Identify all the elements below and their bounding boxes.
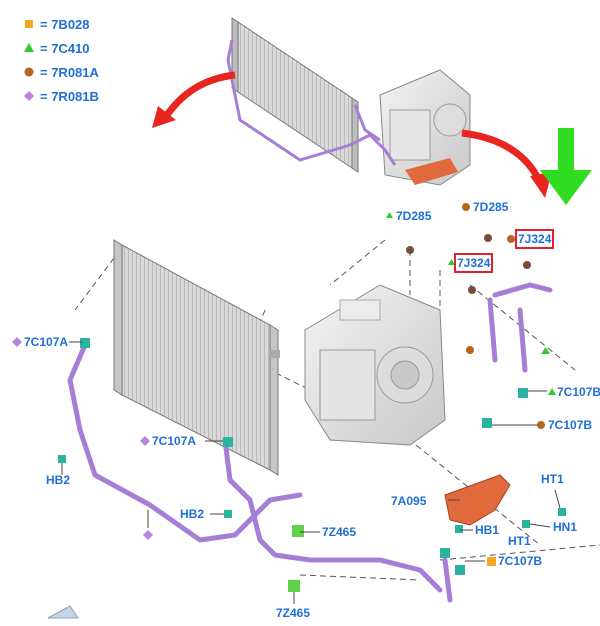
callout-7d285: 7D285 xyxy=(473,200,509,214)
fittings xyxy=(58,234,566,592)
legend-item: = 7R081A xyxy=(22,60,132,84)
legend-label: = 7C410 xyxy=(40,40,90,56)
legend-item: = 7C410 xyxy=(22,36,132,60)
callout-7j324: 7J324 xyxy=(514,229,555,249)
callout-7c107b: 7C107B xyxy=(557,385,600,399)
legend-label: = 7R081B xyxy=(40,88,99,104)
callout-7z465: 7Z465 xyxy=(322,525,357,539)
callout-hb2: HB2 xyxy=(180,507,205,521)
top-tubes xyxy=(226,39,397,166)
view-arrow-icon xyxy=(47,605,79,619)
callout-7d285: 7D285 xyxy=(396,209,432,223)
callout-hn1: HN1 xyxy=(553,520,578,534)
legend-item: = 7R081B xyxy=(22,84,132,108)
top-transmission xyxy=(379,69,471,186)
tubes xyxy=(67,282,553,603)
callout-leaders xyxy=(61,341,561,604)
callout-7c107b: 7C107B xyxy=(498,554,543,568)
callout-7z465: 7Z465 xyxy=(276,606,311,620)
bracket-7a095 xyxy=(444,474,511,526)
callout-7a095: 7A095 xyxy=(391,494,427,508)
green-arrow xyxy=(540,128,592,205)
legend-item: = 7B028 xyxy=(22,12,132,36)
main-radiator xyxy=(113,239,280,476)
callout-7j324: 7J324 xyxy=(453,253,494,273)
callout-hb2: HB2 xyxy=(46,473,71,487)
callout-ht1: HT1 xyxy=(541,472,564,486)
callout-markers xyxy=(12,203,556,566)
callout-7c107b: 7C107B xyxy=(548,418,593,432)
legend: = 7B028 = 7C410 = 7R081A = 7R081B xyxy=(22,12,132,108)
red-arrow-left xyxy=(162,71,236,120)
main-transmission xyxy=(304,284,446,446)
callout-7c107a: 7C107A xyxy=(152,434,197,448)
callout-hb1: HB1 xyxy=(475,523,500,537)
legend-label: = 7B028 xyxy=(40,16,90,32)
diamond-icon xyxy=(22,89,36,103)
triangle-icon xyxy=(22,41,36,55)
square-icon xyxy=(22,17,36,31)
circle-icon xyxy=(22,65,36,79)
callout-7c107a: 7C107A xyxy=(24,335,69,349)
red-arrow-right xyxy=(461,129,544,184)
callout-ht1: HT1 xyxy=(508,534,531,548)
red-arrow-left-head xyxy=(152,106,176,128)
legend-label: = 7R081A xyxy=(40,64,99,80)
